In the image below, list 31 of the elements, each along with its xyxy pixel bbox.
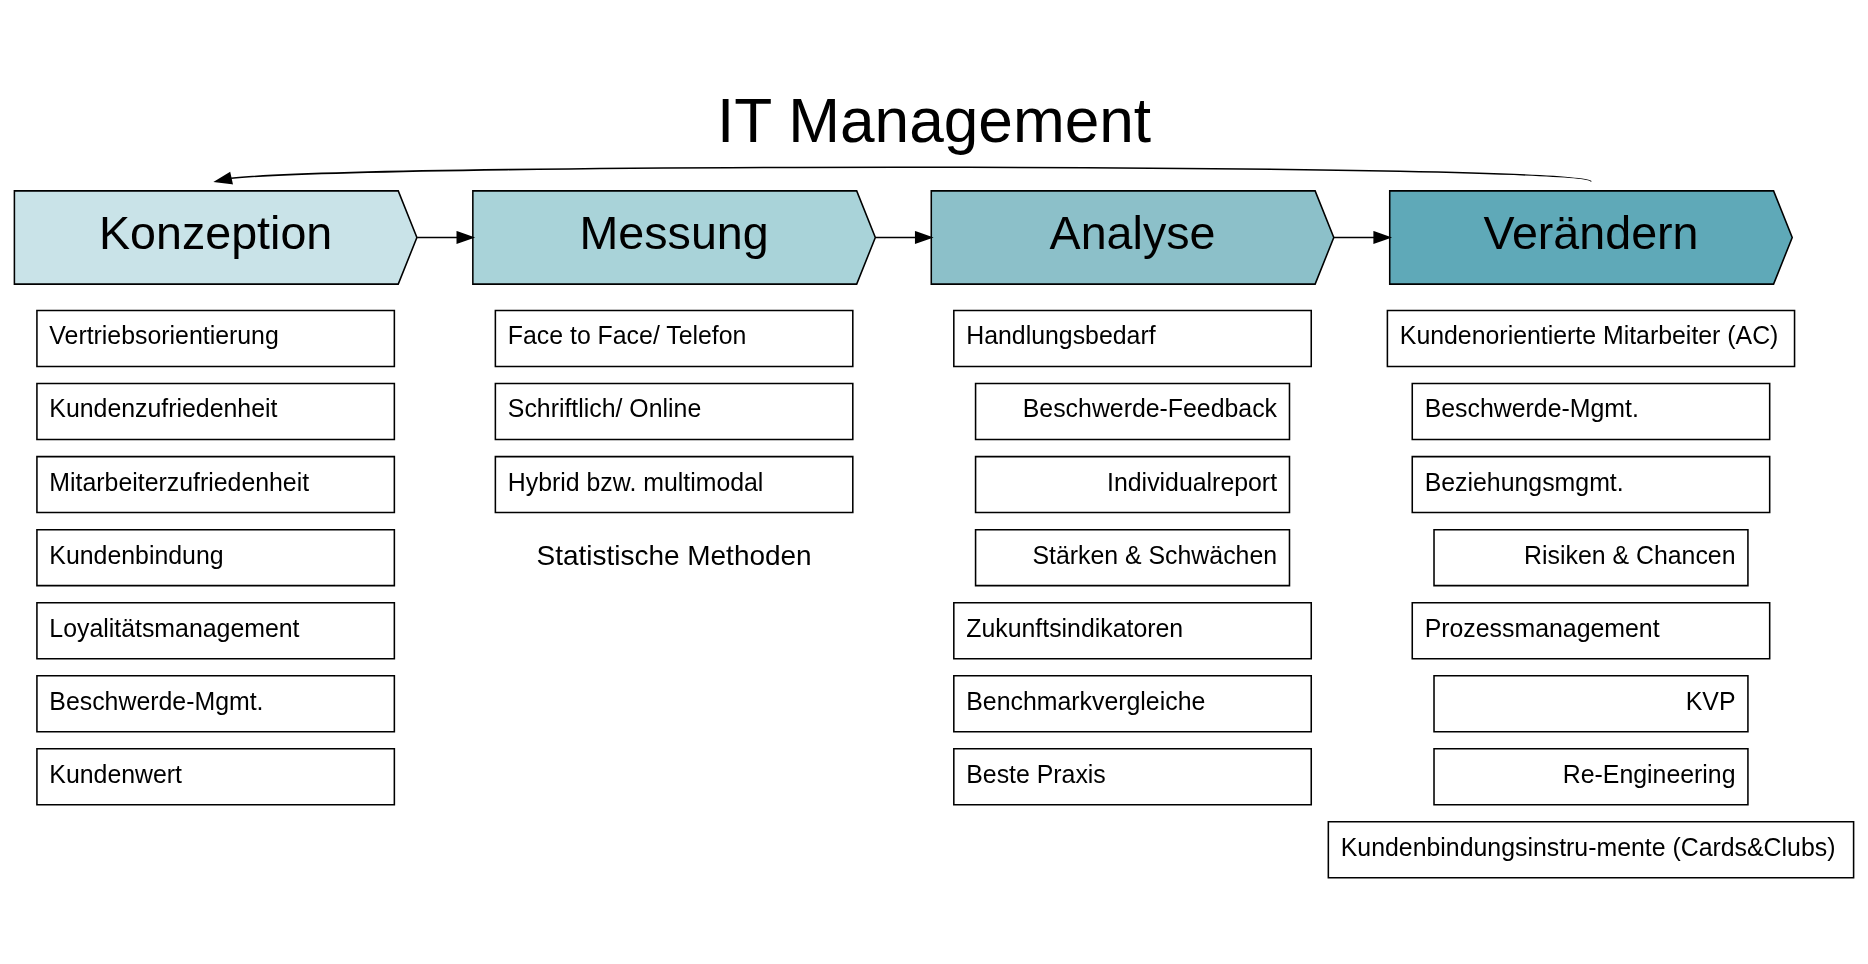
- node-box: Kundenorientierte Mitarbeiter (AC): [1386, 309, 1796, 368]
- node-box: Hybrid bzw. multimodal: [494, 455, 854, 514]
- diagram-title: IT Management: [716, 86, 1152, 156]
- node-box: Individualreport: [974, 455, 1291, 514]
- node-box: Beste Praxis: [953, 748, 1312, 806]
- node-box: Kundenbindung: [36, 528, 396, 587]
- node-box: KVP: [1433, 675, 1749, 733]
- node-box: Beschwerde-Mgmt.: [1411, 382, 1771, 441]
- label: Statistische Methoden: [536, 539, 812, 571]
- node-box: Re-Engineering: [1433, 748, 1749, 806]
- node-box: Prozessmanagement: [1411, 601, 1771, 660]
- node-box: Handlungsbedarf: [953, 309, 1312, 368]
- node-box: Beziehungsmgmt.: [1411, 455, 1771, 514]
- node-box: Kundenzufriedenheit: [36, 382, 396, 441]
- node-box: Zukunftsindikatoren: [953, 601, 1312, 660]
- node-box: Beschwerde-Feedback: [974, 382, 1291, 441]
- arrow: [213, 166, 1592, 185]
- arrow: [416, 231, 476, 245]
- arrow: [1333, 231, 1393, 245]
- node-box: Beschwerde-Mgmt.: [36, 675, 396, 733]
- node-box: Vertriebsorientierung: [36, 309, 396, 368]
- node-box: Benchmarkvergleiche: [953, 675, 1312, 733]
- node-box: Mitarbeiterzufriedenheit: [36, 455, 396, 514]
- node-box: Kundenwert: [36, 748, 396, 806]
- node-box: Risiken & Chancen: [1433, 528, 1749, 587]
- arrow: [874, 231, 934, 245]
- node-box: Kundenbindungsinstru-mente (Cards&Clubs): [1327, 821, 1855, 879]
- node-box: Schriftlich/ Online: [494, 382, 854, 441]
- node-box: Loyalitätsmanagement: [36, 601, 396, 660]
- node-box: Face to Face/ Telefon: [494, 309, 854, 368]
- node-box: Stärken & Schwächen: [974, 528, 1291, 587]
